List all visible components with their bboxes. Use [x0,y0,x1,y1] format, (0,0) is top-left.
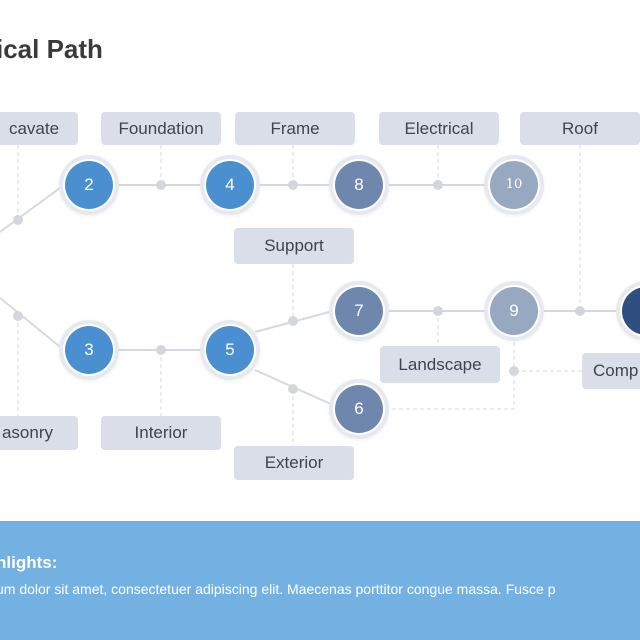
label-frame: Frame [235,112,355,145]
node-9: 9 [490,287,538,335]
highlights-heading: hlights: [0,553,58,572]
node-2: 2 [65,161,113,209]
node-10: 10 [490,161,538,209]
label-complete: Comp [582,353,640,389]
node-3: 3 [65,326,113,374]
highlights-banner: hlights: um dolor sit amet, consectetuer… [0,521,640,640]
node-6: 6 [335,385,383,433]
highlights-text: um dolor sit amet, consectetuer adipisci… [0,581,556,597]
node-end [622,287,640,335]
label-electrical: Electrical [379,112,499,145]
node-8: 8 [335,161,383,209]
label-masonry: asonry [0,416,78,450]
label-landscape: Landscape [380,346,500,383]
node-5: 5 [206,326,254,374]
label-support: Support [234,228,354,264]
label-interior: Interior [101,416,221,450]
page-title: ical Path [0,34,103,64]
label-roof: Roof [520,112,640,145]
node-7: 7 [335,287,383,335]
label-foundation: Foundation [101,112,221,145]
node-4: 4 [206,161,254,209]
label-exterior: Exterior [234,446,354,480]
connector-lines [0,145,625,446]
label-excavate: cavate [0,112,78,145]
